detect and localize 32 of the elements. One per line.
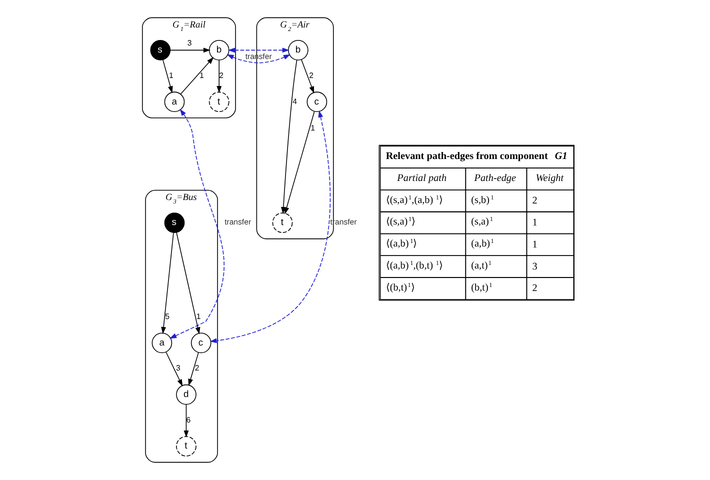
label: ⟨(b,t)$^{1}$⟩ bbox=[385, 282, 414, 294]
edge-label: 4 bbox=[292, 96, 297, 106]
label: 3 bbox=[532, 261, 537, 272]
edge-label: 3 bbox=[186, 38, 192, 48]
edge-label: 6 bbox=[186, 415, 190, 424]
label: (b,t)$^{1}$ bbox=[470, 282, 492, 294]
edge-label: transfer bbox=[224, 218, 251, 227]
label: Relevant path-edges from component G1 bbox=[385, 150, 567, 162]
edge-label: 1 bbox=[310, 123, 315, 132]
edge-label: 2 bbox=[218, 70, 223, 80]
label: 2 bbox=[532, 283, 537, 294]
label: ⟨(a,b)$^{1}$,(b,t)$^{1}$⟩ bbox=[385, 260, 443, 272]
edge-label: 2 bbox=[194, 364, 199, 373]
edge-label: 1 bbox=[196, 312, 200, 322]
edge-label: 3 bbox=[176, 364, 180, 373]
label: 1 bbox=[532, 217, 537, 228]
label: ⟨(s,a)$^{1}$⟩ bbox=[385, 216, 416, 228]
label: Partial path bbox=[396, 172, 446, 184]
edge-label: 2 bbox=[308, 70, 313, 80]
label: (s,b)$^{1}$ bbox=[470, 194, 494, 206]
label: ⟨(a,b)$^{1}$⟩ bbox=[385, 238, 417, 250]
label: (s,a)$^{1}$ bbox=[470, 216, 493, 228]
edge-label: 1 bbox=[168, 70, 173, 80]
edge-label: 1 bbox=[199, 70, 204, 80]
edge-label: 5 bbox=[164, 312, 169, 322]
label: 1 bbox=[532, 239, 537, 250]
label: (a,b)$^{1}$ bbox=[470, 238, 494, 250]
label: ⟨(s,a)$^{1}$,(a,b)$^{1}$⟩ bbox=[385, 194, 443, 206]
label: Path-edge bbox=[474, 172, 516, 184]
label: Weight bbox=[535, 172, 564, 184]
label: 2 bbox=[532, 196, 537, 207]
label: (a,t)$^{1}$ bbox=[470, 260, 491, 272]
